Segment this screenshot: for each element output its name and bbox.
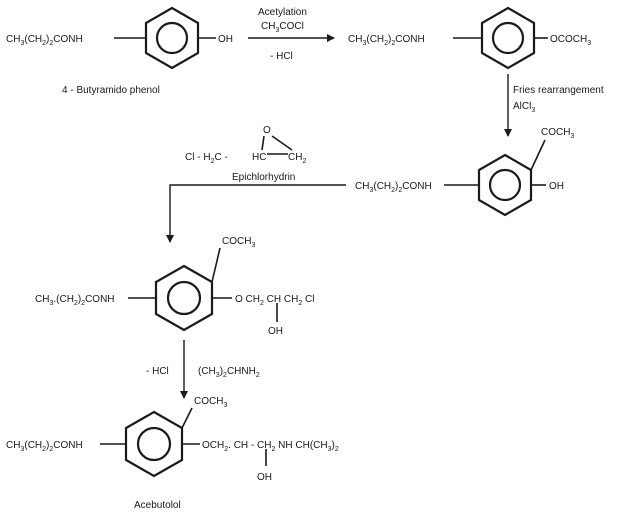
isopropylamino-side-chain-label: OCH2. CH - CH2 NH CH(CH3)2 bbox=[202, 440, 339, 453]
butyramide-chain-label-1: CH3(CH2)2CONH bbox=[6, 34, 83, 47]
acetyl-chloride-label: CH3COCl bbox=[261, 21, 304, 34]
acetyl-label-5: COCH3 bbox=[194, 396, 227, 409]
benzene-ring-3 bbox=[477, 153, 533, 217]
amination-step: - HCl (CH3)2CHNH2 bbox=[146, 340, 260, 399]
acetylation-step: Acetylation CH3COCl - HCl bbox=[248, 7, 335, 62]
benzene-ring-5 bbox=[124, 410, 184, 478]
acetoxy-label: OCOCH3 bbox=[550, 34, 591, 47]
compound-name-butyramido-phenol: 4 - Butyramido phenol bbox=[62, 85, 160, 96]
benzene-ring-1 bbox=[144, 6, 200, 70]
acetyl-label-4: COCH3 bbox=[222, 236, 255, 249]
epichlorhydrin-reagent: Cl - H2C - HC CH2 O Epichlorhydrin bbox=[185, 125, 306, 183]
hydroxy-ketone-structure: CH3(CH2)2CONH COCH3 OH bbox=[355, 127, 574, 217]
acetyl-label-3: COCH3 bbox=[541, 127, 574, 140]
epichlorhydrin-formula-left: Cl - H2C - bbox=[185, 152, 228, 165]
hcl-byproduct-label-1: - HCl bbox=[270, 51, 293, 62]
acetylation-label: Acetylation bbox=[258, 7, 307, 18]
aromatic-circle-5 bbox=[136, 426, 172, 462]
butyramide-chain-label-5: CH3(CH2)2CONH bbox=[6, 440, 83, 453]
butyramide-chain-label-2: CH3(CH2)2CONH bbox=[348, 34, 425, 47]
epoxide-hc-label: HC bbox=[252, 152, 266, 163]
benzene-ring-2 bbox=[480, 6, 536, 70]
isopropylamine-label: (CH3)2CHNH2 bbox=[198, 366, 260, 379]
compound-name-epichlorhydrin: Epichlorhydrin bbox=[232, 172, 295, 183]
epoxide-co-bond-right bbox=[271, 135, 293, 151]
aromatic-circle-3 bbox=[488, 168, 522, 202]
aromatic-circle-1 bbox=[155, 21, 189, 55]
aromatic-circle-2 bbox=[491, 21, 525, 55]
chlorohydrin-ether-structure: CH3.(CH2)2CONH COCH3 O CH2 CH CH2 Cl OH bbox=[35, 236, 315, 337]
aluminium-chloride-label: AlCl3 bbox=[513, 101, 535, 114]
aromatic-circle-4 bbox=[166, 280, 202, 316]
hydroxyl-label-3: OH bbox=[549, 181, 564, 192]
butyramide-chain-label-3: CH3(CH2)2CONH bbox=[355, 181, 432, 194]
epoxide-co-bond-left bbox=[261, 135, 265, 151]
butyramide-chain-label-4: CH3.(CH2)2CONH bbox=[35, 294, 115, 307]
benzene-ring-4 bbox=[154, 264, 214, 332]
reaction-arrow-3 bbox=[166, 184, 346, 243]
fries-rearrangement-label: Fries rearrangement bbox=[513, 85, 604, 96]
butyramido-phenol-structure: CH3(CH2)2CONH OH 4 - Butyramido phenol bbox=[6, 6, 233, 96]
hcl-byproduct-label-2: - HCl bbox=[146, 366, 169, 377]
acebutolol-structure: CH3(CH2)2CONH COCH3 OCH2. CH - CH2 NH CH… bbox=[6, 396, 339, 511]
hydroxyl-label-1: OH bbox=[218, 34, 233, 45]
acetoxy-ester-structure: CH3(CH2)2CONH OCOCH3 bbox=[348, 6, 591, 70]
fries-rearrangement-step: Fries rearrangement AlCl3 bbox=[504, 74, 604, 137]
compound-name-acebutolol: Acebutolol bbox=[134, 500, 181, 511]
hydroxyl-label-4: OH bbox=[268, 326, 283, 337]
hydroxyl-label-5: OH bbox=[257, 472, 272, 483]
chlorohydrin-side-chain-label: O CH2 CH CH2 Cl bbox=[235, 294, 315, 307]
epoxide-oxygen-label: O bbox=[263, 125, 271, 136]
epoxide-ch2-label: CH2 bbox=[288, 152, 306, 165]
